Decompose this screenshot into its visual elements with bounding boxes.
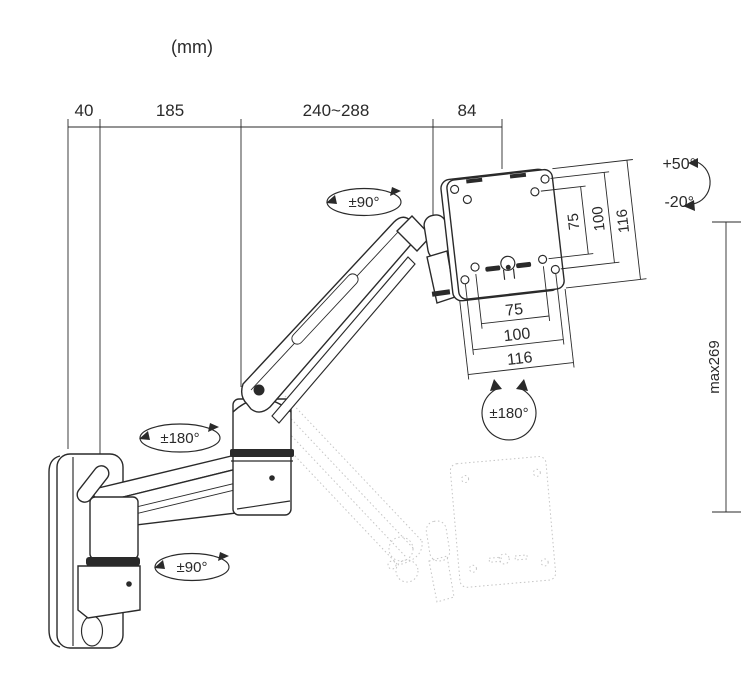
rotation-badge-arm-rotation: ±180°: [139, 423, 221, 453]
vesa-vertical-dimensions: 75 100 116: [540, 159, 647, 289]
unit-label: (mm): [171, 37, 213, 57]
tilt-up-label: +50°: [662, 156, 696, 173]
plate-slot: [485, 265, 501, 272]
base-swivel-ring: [86, 557, 140, 566]
plate-tab: [466, 177, 483, 184]
vesa-v-75: 75: [565, 212, 584, 231]
rotation-arrow-icon: [139, 431, 150, 440]
base-cylinder: [89, 496, 139, 560]
vesa-h-75: 75: [504, 301, 524, 320]
head-joint: [396, 214, 456, 304]
dim-240-288: 240~288: [303, 101, 370, 120]
base-swivel-assembly: [76, 465, 141, 619]
height-range-label: max269: [706, 340, 723, 393]
base-lower-box: [77, 565, 141, 619]
base-pivot-lever: [76, 465, 110, 503]
rotation-arrow-icon: [516, 379, 528, 391]
elbow-rotation-ring: [230, 449, 294, 457]
vesa-holes: [450, 174, 560, 285]
rotation-arrow-icon: [218, 552, 229, 561]
rotation-badge-head-swivel: ±90°: [326, 187, 402, 217]
rotation-arrow-icon: [326, 195, 337, 204]
rotation-arrow-icon: [490, 379, 502, 391]
ghost-vesa-plate: [449, 456, 557, 588]
tilt-arrow-icon: [688, 158, 698, 168]
svg-text:±180°: ±180°: [489, 405, 528, 422]
dim-185: 185: [156, 101, 184, 120]
ghost-vesa-adapter: [428, 555, 455, 603]
ghost-ball-joint: [425, 520, 451, 562]
vesa-v-100: 100: [589, 205, 609, 232]
screw-dot: [269, 475, 275, 481]
plate-tab: [509, 172, 527, 179]
rotation-badge-vesa-rotation: ±180°: [481, 379, 537, 441]
rotation-arrow-icon: [208, 423, 219, 432]
top-dimension-chain: 40 185 240~288 84: [67, 101, 503, 471]
svg-text:±90°: ±90°: [349, 194, 380, 211]
cable-hole: [80, 615, 104, 647]
height-range-dimension: max269: [706, 221, 741, 513]
plate-slot: [516, 261, 532, 269]
keyhole: [500, 255, 516, 271]
elbow-joint: [230, 398, 294, 516]
upper-arm-lower-rail: [271, 256, 416, 424]
rotation-arrow-icon: [154, 560, 165, 569]
vesa-h-116: 116: [506, 349, 533, 369]
svg-text:±90°: ±90°: [177, 559, 208, 576]
adapter-slot: [431, 289, 451, 297]
ghost-lowered-position: [260, 395, 557, 603]
ghost-elbow-ring: [388, 536, 414, 562]
svg-text:±180°: ±180°: [160, 430, 199, 447]
tilt-arc: [692, 161, 711, 205]
vesa-v-116: 116: [613, 208, 633, 234]
rotation-arrow-icon: [390, 187, 401, 196]
vesa-horizontal-dimensions: 75 100 116: [459, 266, 575, 380]
dim-40: 40: [75, 101, 94, 120]
tilt-annotation: +50° -20°: [662, 156, 711, 211]
rotation-badge-base-swivel: ±90°: [154, 552, 230, 582]
upper-arm-body: [240, 216, 419, 413]
vesa-h-100: 100: [503, 325, 532, 345]
arm-pivot-screw: [253, 384, 265, 396]
screw-dot: [126, 581, 132, 587]
gas-spring-slot: [291, 273, 359, 345]
upper-arm: [240, 216, 419, 424]
tilt-arrow-icon: [683, 200, 695, 211]
vesa-plate-group: 75 100 116 75 100 116: [440, 159, 647, 380]
dim-84: 84: [458, 101, 477, 120]
